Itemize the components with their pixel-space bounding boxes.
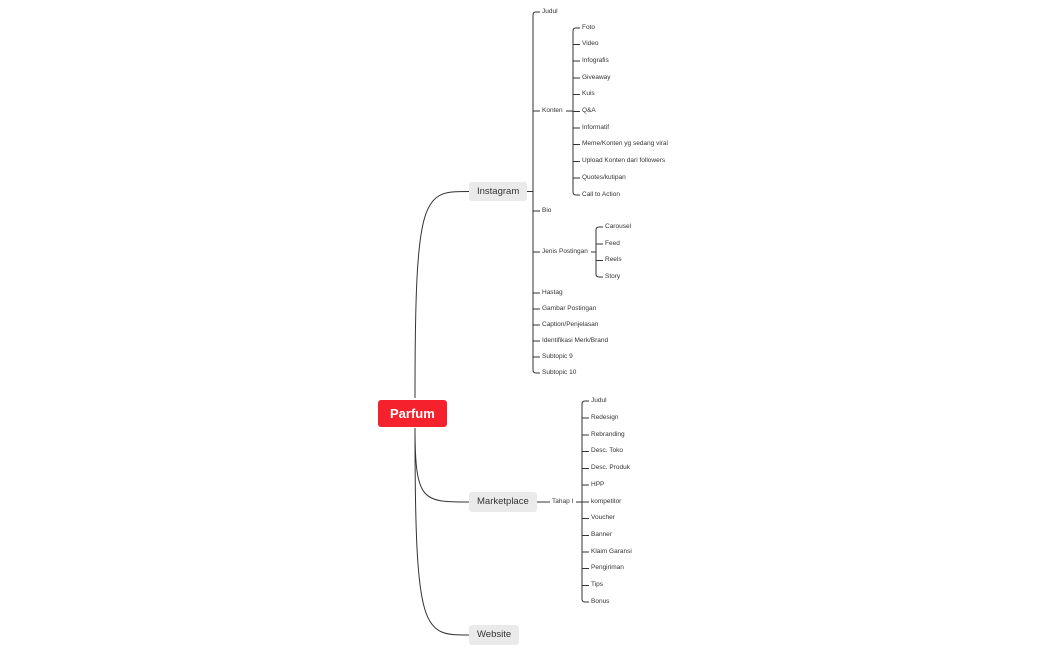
marketplace-tahap-i[interactable]: Tahap I <box>551 497 575 506</box>
konten-quotes-kutipan[interactable]: Quotes/kutipan <box>581 173 627 182</box>
branch-instagram[interactable]: Instagram <box>469 181 528 201</box>
tahap-tips[interactable]: Tips <box>590 581 605 590</box>
konten-call-to-action[interactable]: Call to Action <box>581 190 621 199</box>
curve-marketplace <box>414 427 470 503</box>
konten-giveaway[interactable]: Giveaway <box>581 73 612 82</box>
instagram-jenis-postingan[interactable]: Jenis Postingan <box>541 247 589 256</box>
konten-kuis[interactable]: Kuis <box>581 90 596 99</box>
branch-marketplace[interactable]: Marketplace <box>469 492 537 512</box>
tahap-rebranding[interactable]: Rebranding <box>590 430 626 439</box>
connector-jenis-postingan-spine <box>595 226 600 278</box>
tahap-desc-produk[interactable]: Desc. Produk <box>590 464 632 473</box>
curve-instagram <box>414 191 470 399</box>
instagram-bio[interactable]: Bio <box>541 206 553 215</box>
konten-q-a[interactable]: Q&A <box>581 107 597 116</box>
tahap-pengiriman[interactable]: Pengiriman <box>590 564 625 573</box>
instagram-subtopic-10[interactable]: Subtopic 10 <box>541 368 578 377</box>
jenis-postingan-reels[interactable]: Reels <box>604 256 623 265</box>
root-topic[interactable]: Parfum <box>378 399 447 427</box>
instagram-judul[interactable]: Judul <box>541 7 559 16</box>
connector-instagram-spine <box>532 11 537 374</box>
tahap-kompetitor[interactable]: kompetitor <box>590 497 623 506</box>
jenis-postingan-feed[interactable]: Feed <box>604 239 621 248</box>
konten-infografis[interactable]: Infografis <box>581 56 610 65</box>
jenis-postingan-carousel[interactable]: Carousel <box>604 222 633 231</box>
curve-website <box>414 427 470 636</box>
tahap-voucher[interactable]: Voucher <box>590 514 616 523</box>
tahap-desc-toko[interactable]: Desc. Toko <box>590 447 625 456</box>
konten-video[interactable]: Video <box>581 40 600 49</box>
konten-foto[interactable]: Foto <box>581 23 597 32</box>
instagram-konten[interactable]: Konten <box>541 106 564 115</box>
jenis-postingan-story[interactable]: Story <box>604 272 622 281</box>
tahap-judul[interactable]: Judul <box>590 396 608 405</box>
tahap-banner[interactable]: Banner <box>590 531 613 540</box>
branch-website[interactable]: Website <box>469 625 520 645</box>
konten-meme-konten-yg-sedang-viral[interactable]: Meme/Konten yg sedang viral <box>581 140 669 149</box>
instagram-subtopic-9[interactable]: Subtopic 9 <box>541 352 574 361</box>
instagram-hastag[interactable]: Hastag <box>541 288 564 297</box>
konten-upload-konten-dari-followers[interactable]: Upload Konten dari followers <box>581 157 667 166</box>
tahap-klaim-garansi[interactable]: Klaim Garansi <box>590 547 633 556</box>
instagram-identifikasi-merk-brand[interactable]: Identifikasi Merk/Brand <box>541 336 610 345</box>
instagram-gambar-postingan[interactable]: Gambar Postingan <box>541 304 598 313</box>
instagram-caption-penjelasan[interactable]: Caption/Penjelasan <box>541 320 600 329</box>
tahap-hpp[interactable]: HPP <box>590 480 606 489</box>
tahap-redesign[interactable]: Redesign <box>590 413 620 422</box>
konten-informatif[interactable]: Informatif <box>581 123 611 132</box>
tahap-bonus[interactable]: Bonus <box>590 597 611 606</box>
